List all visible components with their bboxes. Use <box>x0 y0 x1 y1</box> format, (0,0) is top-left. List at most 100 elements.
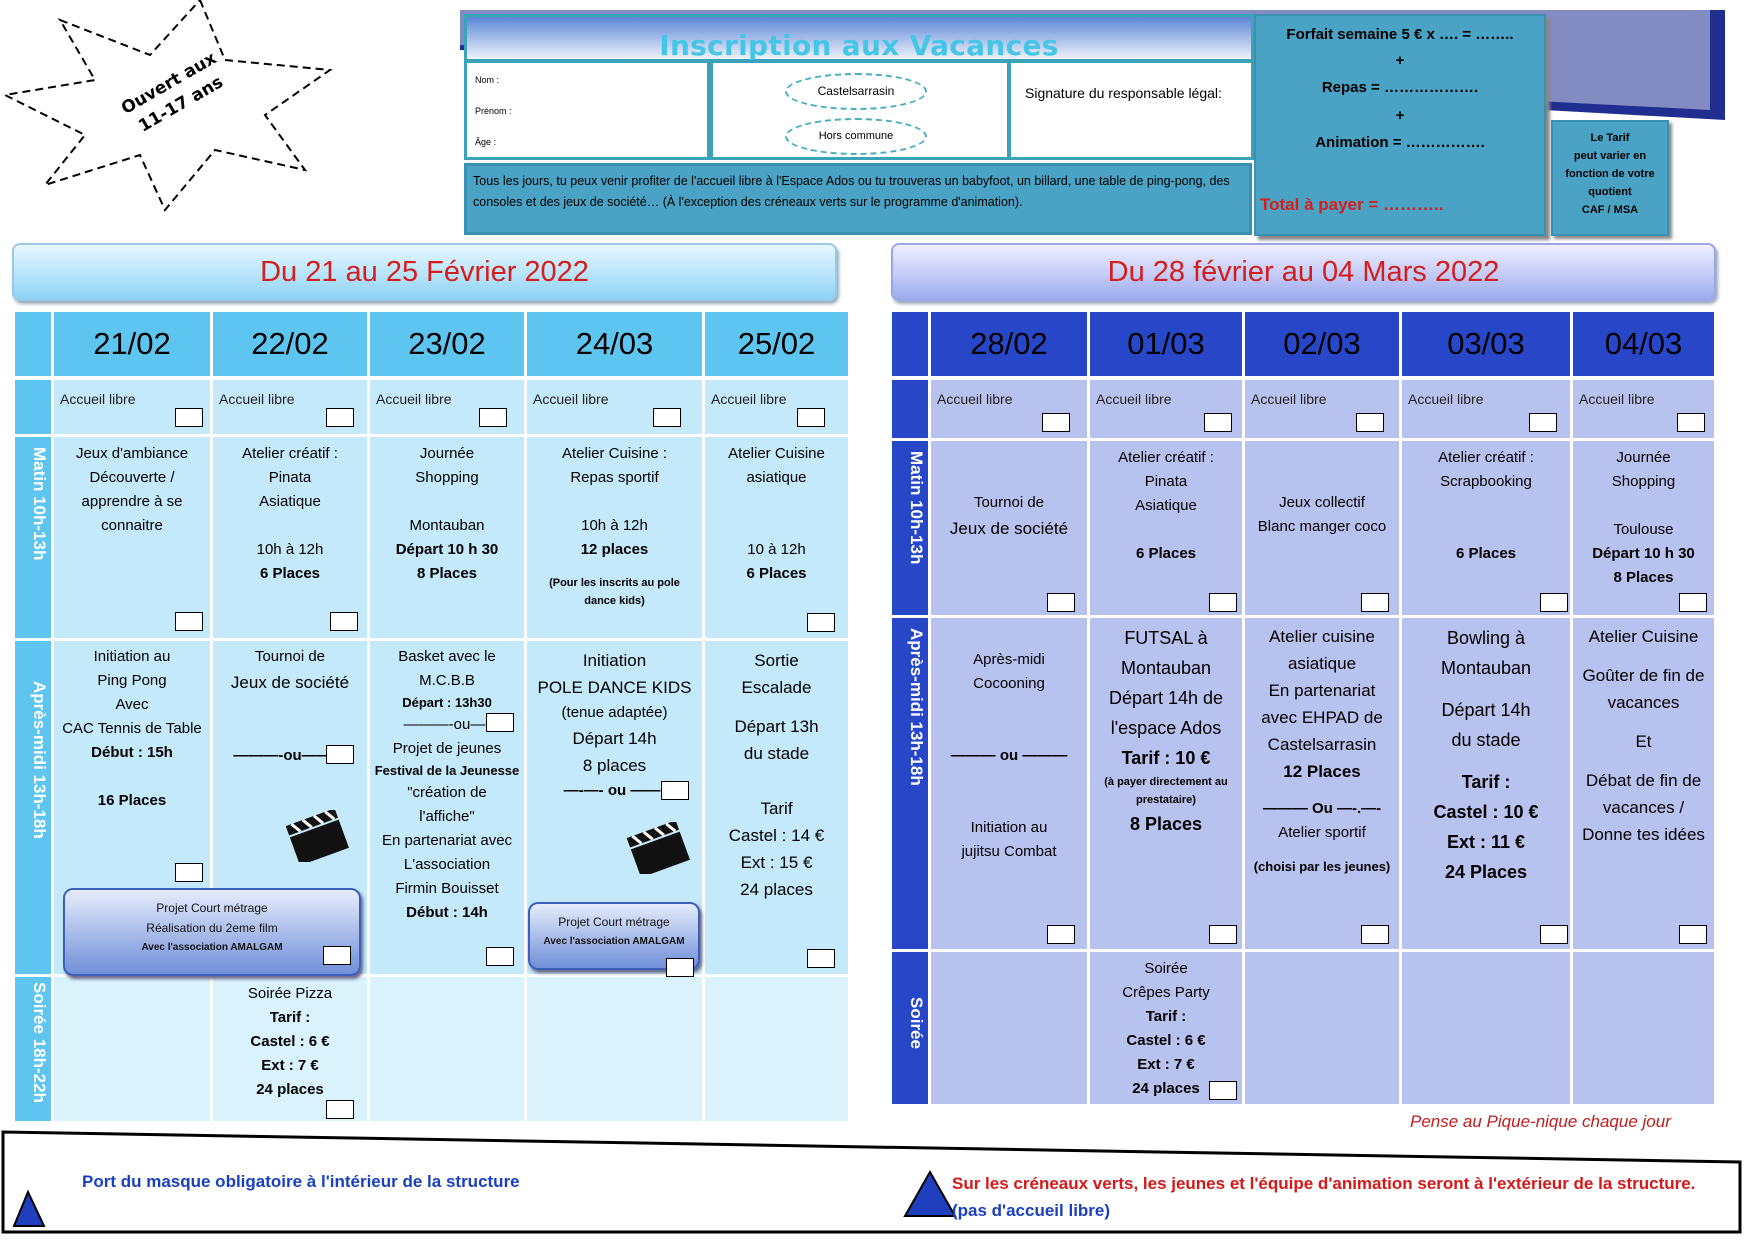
row-label-matin: Matin 10h-13h <box>15 437 51 638</box>
accueil-label: Accueil libre <box>1096 391 1172 407</box>
prenom-label: Prénom : <box>475 106 512 116</box>
checkbox[interactable] <box>326 408 354 427</box>
checkbox[interactable] <box>486 947 514 966</box>
checkbox[interactable] <box>326 1100 354 1119</box>
accueil-label: Accueil libre <box>1408 391 1484 407</box>
creneaux-note: (pas d'accueil libre) <box>952 1201 1111 1220</box>
checkbox[interactable] <box>1361 925 1389 944</box>
commune-box: Castelsarrasin Hors commune <box>710 60 1010 160</box>
checkbox[interactable] <box>1540 593 1568 612</box>
checkbox[interactable] <box>1042 413 1070 432</box>
checkbox[interactable] <box>486 713 514 732</box>
forfait-box: Forfait semaine 5 € x …. = …….. + Repas … <box>1254 14 1546 236</box>
info-text: Tous les jours, tu peux venir profiter d… <box>464 163 1252 235</box>
week1-banner: Du 21 au 25 Février 2022 <box>12 243 837 301</box>
day-header: 28/02 <box>931 312 1087 376</box>
checkbox[interactable] <box>1209 925 1237 944</box>
identity-box: Nom : Prénom : Âge : <box>464 60 710 160</box>
clapperboard-icon <box>626 822 690 874</box>
accueil-label: Accueil libre <box>1251 391 1327 407</box>
checkbox[interactable] <box>175 612 203 631</box>
checkbox[interactable] <box>807 949 835 968</box>
tarif-note-line: peut varier en <box>1573 150 1647 162</box>
checkbox[interactable] <box>653 408 681 427</box>
day-header: 23/02 <box>370 312 524 376</box>
day-header: 02/03 <box>1245 312 1399 376</box>
accueil-label: Accueil libre <box>219 391 295 407</box>
checkbox[interactable] <box>661 781 689 800</box>
plus-2: + <box>1395 107 1405 124</box>
checkbox[interactable] <box>175 863 203 882</box>
checkbox[interactable] <box>666 958 694 977</box>
accueil-label: Accueil libre <box>60 391 136 407</box>
clapperboard-icon <box>285 810 349 862</box>
checkbox[interactable] <box>330 612 358 631</box>
signature-label: Signature du responsable légal: <box>1025 85 1222 101</box>
checkbox[interactable] <box>479 408 507 427</box>
checkbox[interactable] <box>1361 593 1389 612</box>
tarif-note: Le Tarif peut varier en fonction de votr… <box>1551 120 1669 236</box>
checkbox[interactable] <box>175 408 203 427</box>
signature-box: Signature du responsable légal: <box>1008 60 1254 160</box>
checkbox[interactable] <box>797 408 825 427</box>
checkbox[interactable] <box>1679 925 1707 944</box>
option-castel[interactable]: Castelsarrasin <box>785 73 927 110</box>
accueil-label: Accueil libre <box>937 391 1013 407</box>
repas-line: Repas = ………………. <box>1321 79 1479 96</box>
checkbox[interactable] <box>1677 413 1705 432</box>
checkbox[interactable] <box>1209 593 1237 612</box>
row-label-aprem: Après-midi 13h-18h <box>892 618 928 949</box>
checkbox[interactable] <box>1047 593 1075 612</box>
creneaux-notice: Sur les créneaux verts, les jeunes et l'… <box>952 1170 1712 1224</box>
week2-banner: Du 28 février au 04 Mars 2022 <box>891 243 1716 301</box>
checkbox[interactable] <box>1209 1081 1237 1100</box>
option-hors-commune[interactable]: Hors commune <box>785 118 927 155</box>
accueil-label: Accueil libre <box>1579 391 1655 407</box>
age-label: Âge : <box>475 137 497 147</box>
tarif-note-line: quotient <box>1588 186 1632 198</box>
checkbox[interactable] <box>1047 925 1075 944</box>
checkbox[interactable] <box>1679 593 1707 612</box>
checkbox[interactable] <box>807 613 835 632</box>
pique-nique-note: Pense au Pique-nique chaque jour <box>1410 1112 1671 1131</box>
accueil-label: Accueil libre <box>533 391 609 407</box>
tarif-note-line: CAF / MSA <box>1581 204 1639 216</box>
checkbox[interactable] <box>323 946 351 965</box>
title-box: Inscription aux Vacances <box>464 14 1254 62</box>
day-header: 04/03 <box>1573 312 1714 376</box>
masque-notice: Port du masque obligatoire à l'intérieur… <box>82 1172 520 1191</box>
checkbox[interactable] <box>1204 413 1232 432</box>
footer-bar <box>1 1130 1742 1234</box>
animation-line: Animation = ……………. <box>1315 134 1485 151</box>
checkbox[interactable] <box>1529 413 1557 432</box>
row-label-matin: Matin 10h-13h <box>892 441 928 615</box>
tarif-note-line: Le Tarif <box>1590 132 1630 144</box>
page-title: Inscription aux Vacances <box>659 29 1059 62</box>
checkbox[interactable] <box>326 745 354 764</box>
checkbox[interactable] <box>1540 925 1568 944</box>
checkbox[interactable] <box>1356 413 1384 432</box>
creneaux-text: Sur les créneaux verts, les jeunes et l'… <box>952 1174 1696 1193</box>
day-header: 22/02 <box>213 312 367 376</box>
accueil-label: Accueil libre <box>376 391 452 407</box>
total-line: Total à payer = ……….. <box>1260 195 1444 214</box>
row-label-soiree: Soirée <box>892 952 928 1104</box>
row-label-soiree: Soirée 18h-22h <box>15 977 51 1121</box>
forfait-line: Forfait semaine 5 € x …. = …….. <box>1286 26 1514 43</box>
starburst-icon <box>1 0 333 212</box>
